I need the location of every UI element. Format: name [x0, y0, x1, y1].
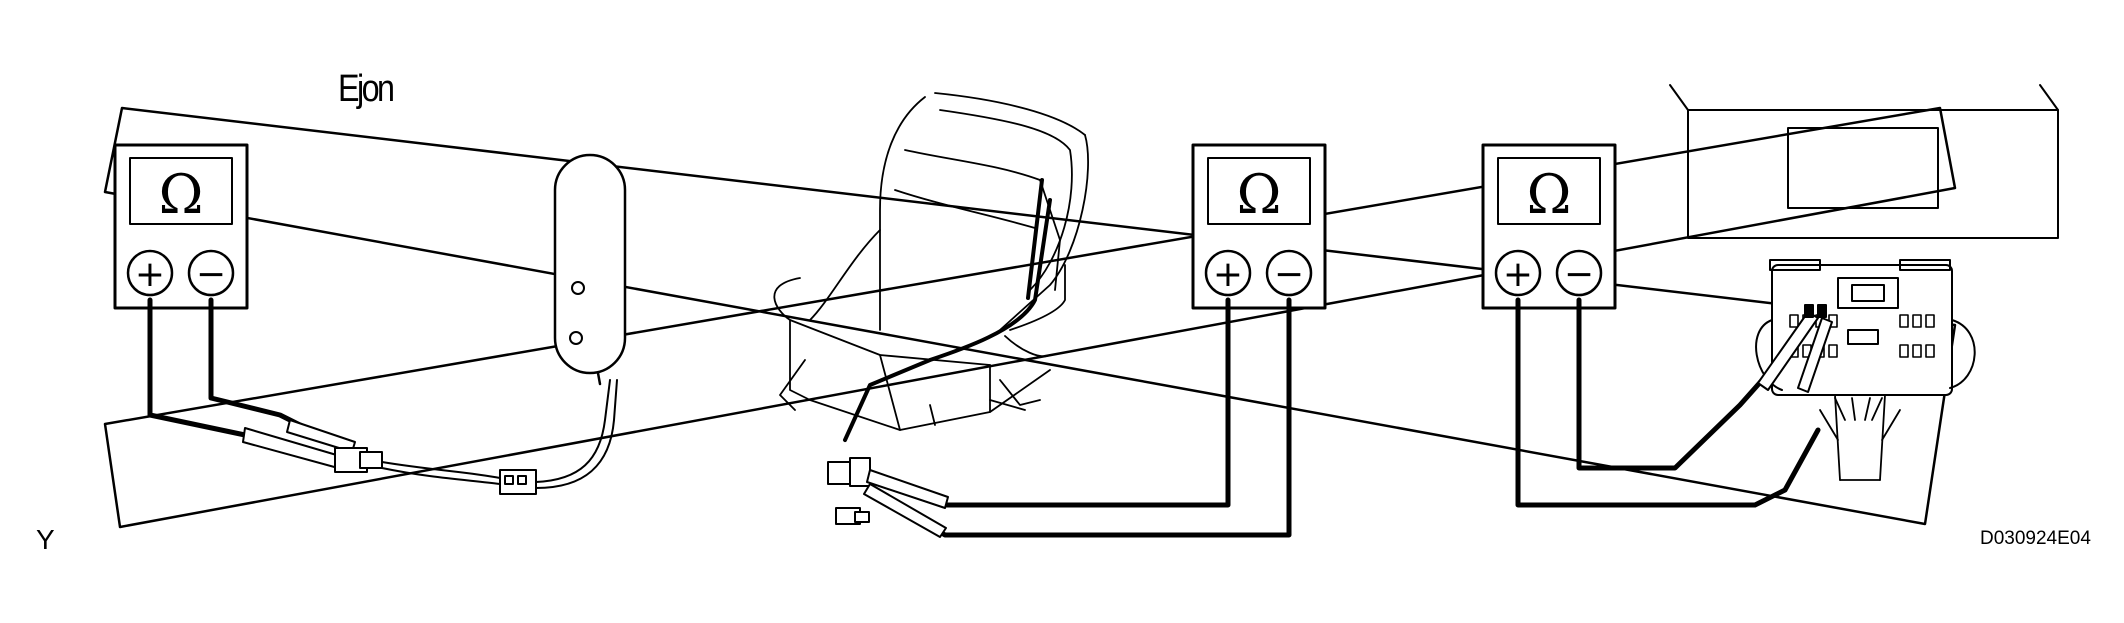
ohmmeter-1: [113, 143, 249, 310]
test-leads-3: [1515, 297, 1821, 508]
probe-3: [1757, 304, 1833, 393]
cross-band-left: [103, 106, 1957, 526]
ohm-symbol-3: Ω: [1527, 163, 1572, 226]
minus-terminal-3: −: [1564, 254, 1594, 295]
corner-tag: Y: [36, 524, 55, 555]
ohm-symbol-1: Ω: [159, 163, 204, 226]
seat-harness: [843, 178, 1052, 442]
ecu-outline: [1669, 84, 2059, 239]
ohmmeter-3: [1481, 143, 1617, 310]
plus-terminal-3: +: [1503, 254, 1533, 295]
minus-terminal-2: −: [1274, 254, 1304, 295]
ohmmeter-2: [1191, 143, 1327, 310]
minus-terminal-1: −: [196, 254, 226, 295]
seat: [773, 92, 1089, 431]
figure-code: D030924E04: [1980, 528, 2091, 549]
cross-band-right: [103, 106, 1957, 529]
plus-terminal-2: +: [1213, 254, 1243, 295]
ecu-wire-bundle: [1819, 394, 1901, 481]
connector-1: [334, 379, 618, 495]
ohm-symbol-2: Ω: [1237, 163, 1282, 226]
probe-2: [863, 469, 949, 538]
plus-terminal-1: +: [135, 254, 165, 295]
figure-title: Ejon: [338, 68, 395, 110]
airbag-module: [553, 153, 627, 386]
